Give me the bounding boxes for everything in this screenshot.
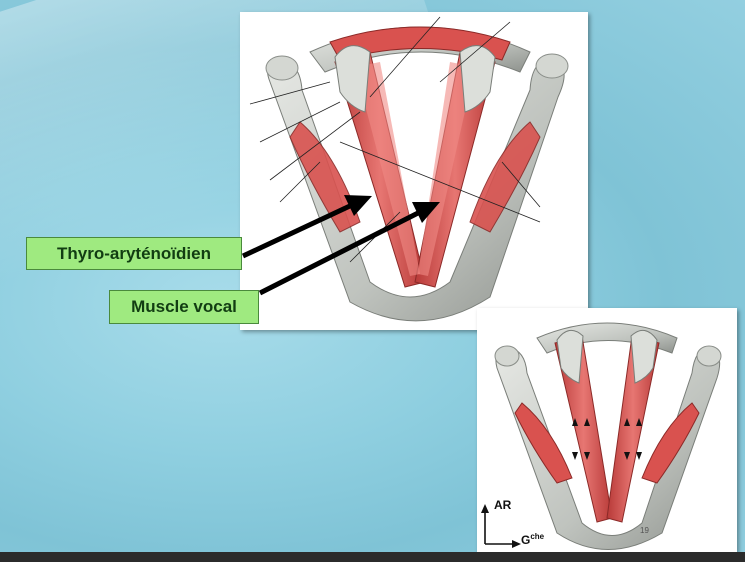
label-thyro-arytenoidien: Thyro-aryténoïdien [26, 237, 242, 270]
larynx-illustration-main [240, 12, 588, 330]
label-thyro-text: Thyro-aryténoïdien [57, 243, 211, 263]
axis-gche-base: G [521, 533, 531, 547]
label-vocal-text: Muscle vocal [131, 297, 237, 316]
bottom-bar [0, 552, 745, 562]
axis-label-ar: AR [494, 498, 512, 512]
label-muscle-vocal: Muscle vocal [109, 290, 259, 324]
axis-gche-sup: che [530, 532, 545, 541]
page-number: 19 [640, 526, 649, 535]
axis-label-gauche: Gche [521, 532, 544, 547]
larynx-illustration-small [477, 308, 737, 552]
